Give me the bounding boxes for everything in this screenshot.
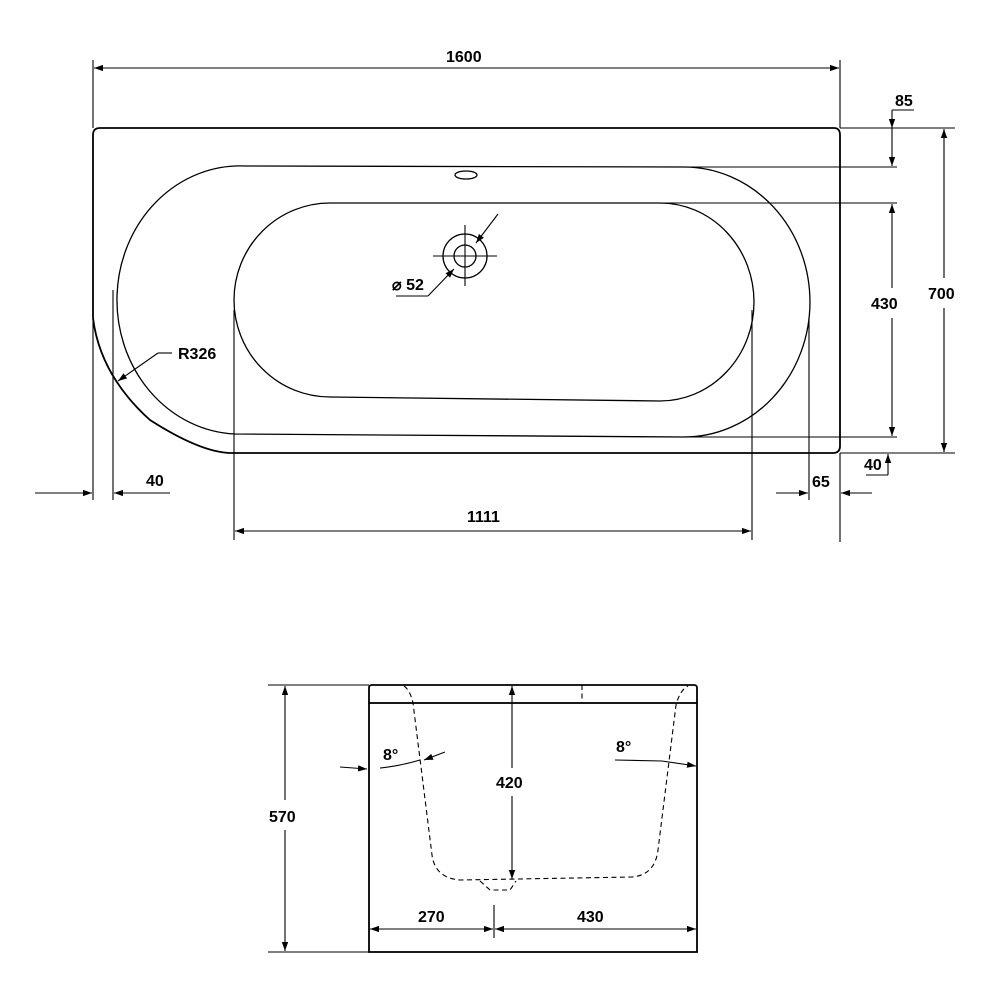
left-offset-label: 40 [146, 473, 164, 490]
right-offset-label: 65 [812, 474, 830, 491]
left-width-label: 270 [418, 909, 445, 926]
overall-length-label: 1600 [446, 49, 482, 66]
drain-diameter-label: ⌀ 52 [392, 277, 424, 294]
right-angle-leader [661, 760, 697, 768]
right-width-label: 430 [577, 909, 604, 926]
overall-width-label: 700 [928, 286, 955, 303]
radius-label: R326 [178, 346, 216, 363]
section-height-label: 570 [269, 809, 296, 826]
section-rim [368, 684, 698, 703]
overflow-slot [454, 170, 478, 180]
bath-rim-step [116, 165, 811, 438]
rim-top-label: 85 [895, 93, 913, 110]
bottom-length-label: 1111 [467, 509, 500, 526]
right-angle-label: 8° [616, 739, 631, 756]
drain-dim-leader [475, 213, 499, 244]
section-body [368, 702, 698, 953]
left-angle-label: 8° [383, 747, 398, 764]
left-angle-leader [339, 765, 368, 772]
bath-inner-basin [233, 202, 755, 402]
rim-bottom-label: 40 [864, 457, 882, 474]
section-depth-label: 420 [496, 775, 523, 792]
plan-view: ⌀ 52 R326 1600 700 85 430 40 [35, 49, 955, 542]
inner-width-label: 430 [871, 296, 898, 313]
section-basin-profile [403, 685, 689, 881]
bath-outer-rim [92, 127, 841, 454]
section-view: 570 420 8° 8° 270 430 [268, 684, 698, 953]
